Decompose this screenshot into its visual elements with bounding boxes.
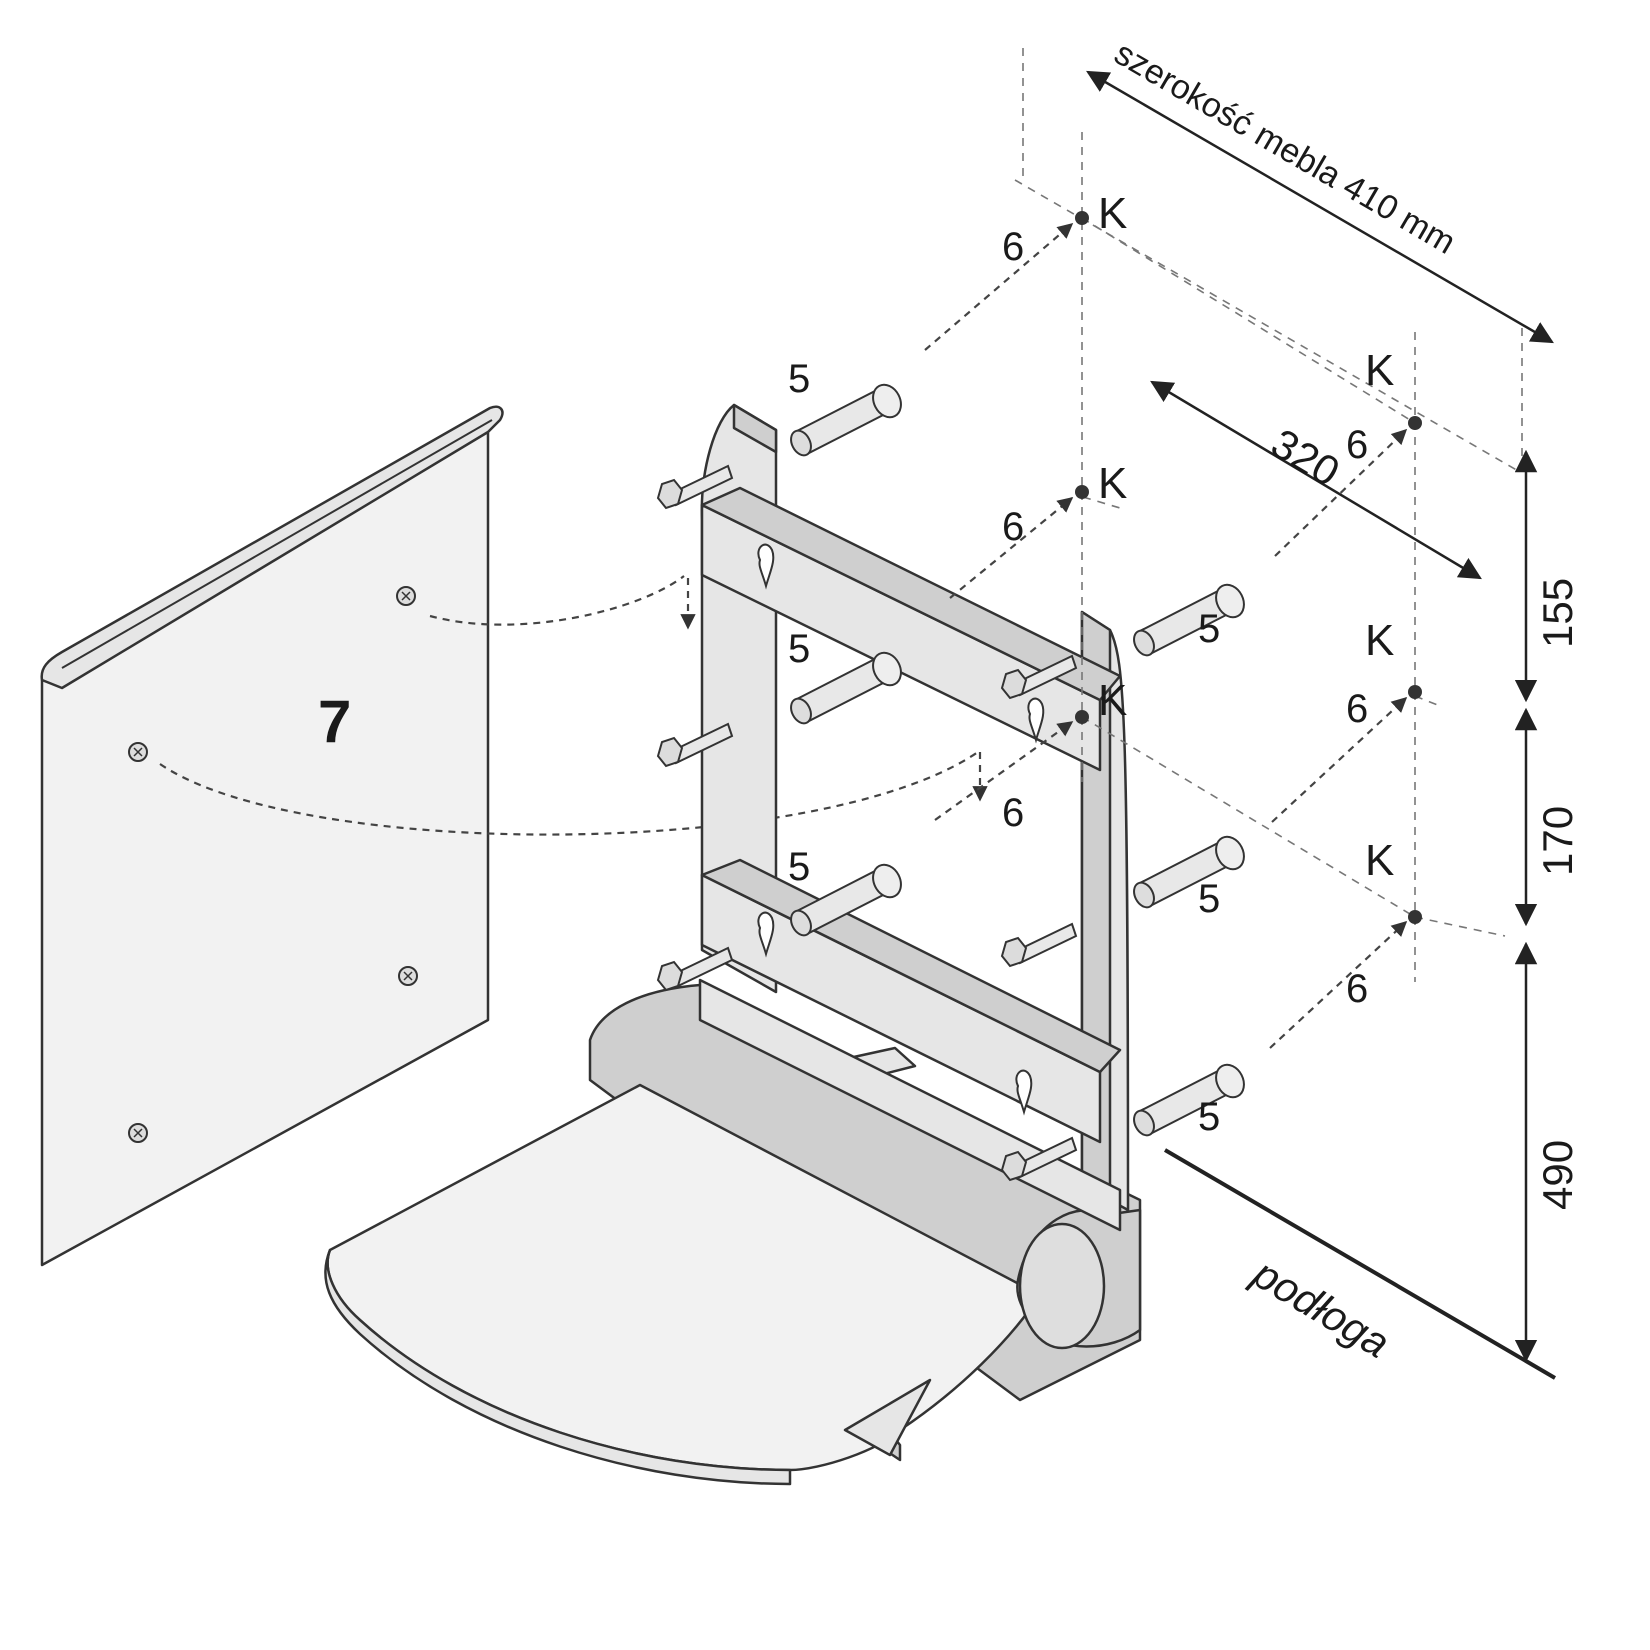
dowel-4 xyxy=(1129,578,1251,660)
dim-170-label: 170 xyxy=(1534,806,1581,876)
mount-point-2 xyxy=(1075,485,1089,499)
screw-label-1: 6 xyxy=(1002,225,1024,269)
dowel-label-5: 5 xyxy=(1198,877,1220,921)
k-labels: K K K K K K xyxy=(1098,189,1394,885)
mount-point-6 xyxy=(1408,910,1422,924)
k-label-3: K xyxy=(1098,676,1127,725)
k-label-4: K xyxy=(1365,346,1394,395)
bolt-3 xyxy=(657,947,733,991)
panel-guide-curve-lower xyxy=(159,751,979,836)
dowel-label-4: 5 xyxy=(1198,607,1220,651)
dowel-6 xyxy=(1129,1058,1251,1140)
k-label-6: K xyxy=(1365,836,1394,885)
mounting-points xyxy=(1075,211,1422,924)
dim-320-label: 320 xyxy=(1263,419,1347,495)
bolt-5 xyxy=(1001,923,1077,967)
mount-point-4 xyxy=(1408,416,1422,430)
panel-hole-3 xyxy=(398,966,418,986)
panel-hole-2 xyxy=(128,742,148,762)
panel-hole-4 xyxy=(128,1123,148,1143)
floor-label: podłoga xyxy=(1244,1248,1398,1366)
screw-label-2: 6 xyxy=(1002,505,1024,549)
dowel-label-6: 5 xyxy=(1198,1095,1220,1139)
panel-guide-curve-upper xyxy=(429,575,685,626)
dowel-5 xyxy=(1129,830,1251,912)
cover-panel xyxy=(40,405,504,1267)
dimension-vertical: 155 170 490 xyxy=(1514,449,1581,1363)
dimension-320: 320 xyxy=(1150,380,1482,580)
panel-screw-holes xyxy=(128,586,418,1143)
screw-label-4: 6 xyxy=(1346,423,1368,467)
panel-hole-1 xyxy=(396,586,416,606)
panel-number-label: 7 xyxy=(318,688,351,755)
screw-label-3: 6 xyxy=(1002,791,1024,835)
mount-point-1 xyxy=(1075,211,1089,225)
screw-label-6: 6 xyxy=(1346,967,1368,1011)
seat xyxy=(324,983,1142,1486)
screw-label-5: 6 xyxy=(1346,687,1368,731)
dowel-label-2: 5 xyxy=(788,627,810,671)
dimension-width: szerokość mebla 410 mm xyxy=(1086,34,1554,344)
width-label: szerokość mebla 410 mm xyxy=(1108,34,1462,262)
dowel-labels: 5 5 5 5 5 5 xyxy=(788,357,1220,1139)
floor: podłoga xyxy=(1163,1148,1557,1380)
floor-line xyxy=(1163,1148,1557,1380)
k-label-2: K xyxy=(1098,459,1127,508)
k-label-5: K xyxy=(1365,616,1394,665)
dowel-label-3: 5 xyxy=(788,845,810,889)
k-label-1: K xyxy=(1098,189,1127,238)
mount-point-5 xyxy=(1408,685,1422,699)
dowel-label-1: 5 xyxy=(788,357,810,401)
mount-point-3 xyxy=(1075,710,1089,724)
dim-490-label: 490 xyxy=(1534,1140,1581,1210)
dim-155-label: 155 xyxy=(1534,578,1581,648)
